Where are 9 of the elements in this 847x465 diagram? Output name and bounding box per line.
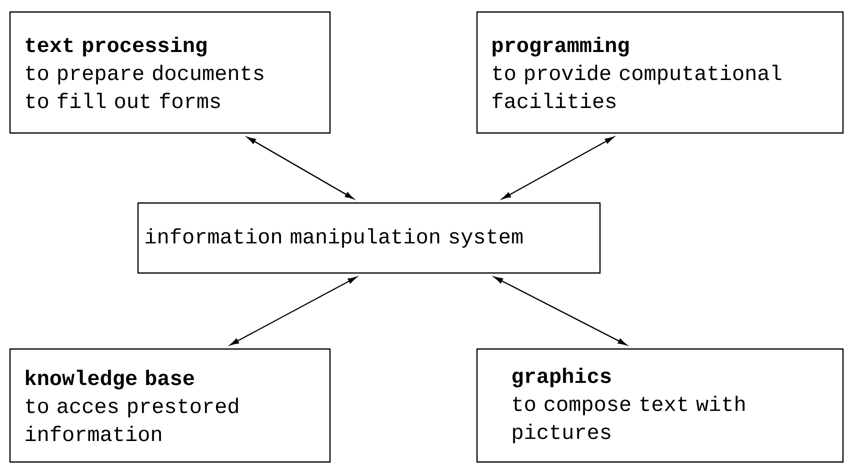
box: text processing to prepare documents to fill out forms — [9, 11, 331, 134]
arrow — [494, 276, 627, 346]
box: graphics to compose text with pictures — [476, 348, 844, 463]
arrow — [246, 136, 354, 200]
arrow — [502, 136, 614, 200]
box: information manipulation system — [137, 202, 601, 274]
box: programming to provide computational facilities — [476, 11, 844, 134]
box: knowledge base to acces prestored information — [9, 348, 331, 463]
arrow — [230, 276, 357, 346]
